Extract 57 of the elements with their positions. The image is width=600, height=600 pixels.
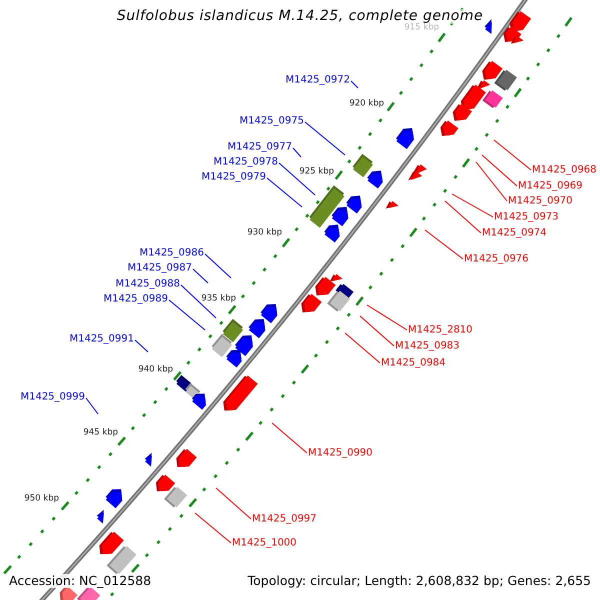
leader-line — [204, 254, 232, 278]
gene-label: M1425_0970 — [508, 196, 573, 206]
leader-line — [168, 300, 206, 330]
leader-line — [452, 194, 494, 218]
leader-line — [194, 512, 232, 544]
leader-line — [360, 316, 394, 346]
gene-label: M1425_0973 — [494, 212, 559, 222]
scale-label: 950 kbp — [24, 494, 59, 504]
gene-label: M1425_0968 — [532, 164, 597, 176]
leader-line — [134, 340, 148, 352]
gene-label: M1425_1000 — [232, 538, 297, 548]
leader-line — [494, 140, 532, 170]
leader-line — [266, 178, 302, 208]
gene-label: M1425_0972 — [285, 74, 350, 86]
gene-label: M1425_0978 — [213, 156, 278, 168]
accession-text: Accession: NC_012588 — [9, 574, 152, 588]
scale-label: 935 kbp — [201, 294, 236, 304]
gene-label: M1425_0990 — [308, 448, 373, 458]
gene-label: M1425_0991 — [69, 334, 134, 344]
diagram-title: Sulfolobus islandicus M.14.25, complete genome — [116, 9, 484, 24]
gene-label: M1425_0987 — [127, 262, 192, 274]
scale-label: 925 kbp — [299, 167, 334, 177]
gene-label: M1425_0983 — [395, 340, 460, 352]
scale-label: 945 kbp — [83, 428, 118, 438]
gene-label: M1425_0974 — [482, 228, 547, 238]
leader-line — [366, 304, 408, 330]
leader-line — [272, 422, 308, 454]
leader-line — [216, 488, 252, 520]
gene-label: M1425_0997 — [252, 514, 317, 524]
gene-label: M1425_0984 — [381, 358, 446, 368]
leader-line — [350, 80, 358, 88]
scale-label: 920 kbp — [349, 99, 384, 109]
gene-label: M1425_0969 — [518, 180, 583, 192]
scale-label: 930 kbp — [247, 228, 282, 238]
gene-label: M1425_0988 — [115, 278, 180, 290]
leader-line — [304, 122, 346, 156]
gene-label: M1425_0979 — [201, 172, 266, 182]
leader-line — [476, 162, 508, 202]
gene-label: M1425_0989 — [103, 294, 168, 304]
leader-line — [424, 230, 464, 260]
gene-label: M1425_0999 — [20, 392, 85, 402]
leader-line — [344, 332, 380, 364]
leader-line — [86, 398, 98, 414]
gene-label: M1425_0976 — [464, 254, 529, 264]
leader-line — [192, 268, 208, 284]
leader-line — [444, 200, 482, 234]
genome-summary: Topology: circular; Length: 2,608,832 bp; Genes: 2,655 — [248, 574, 591, 588]
gene-label: M1425_2810 — [408, 324, 473, 336]
leader-line — [292, 148, 302, 158]
gene-label: M1425_0986 — [139, 248, 204, 258]
leader-line — [278, 162, 316, 196]
leader-line — [482, 154, 518, 186]
gene-label: M1425_0977 — [227, 142, 292, 152]
scale-label: 940 kbp — [138, 365, 173, 375]
gene-label: M1425_0975 — [239, 116, 304, 126]
scale-label: 915 kbp — [404, 23, 439, 33]
leader-line — [180, 284, 216, 318]
